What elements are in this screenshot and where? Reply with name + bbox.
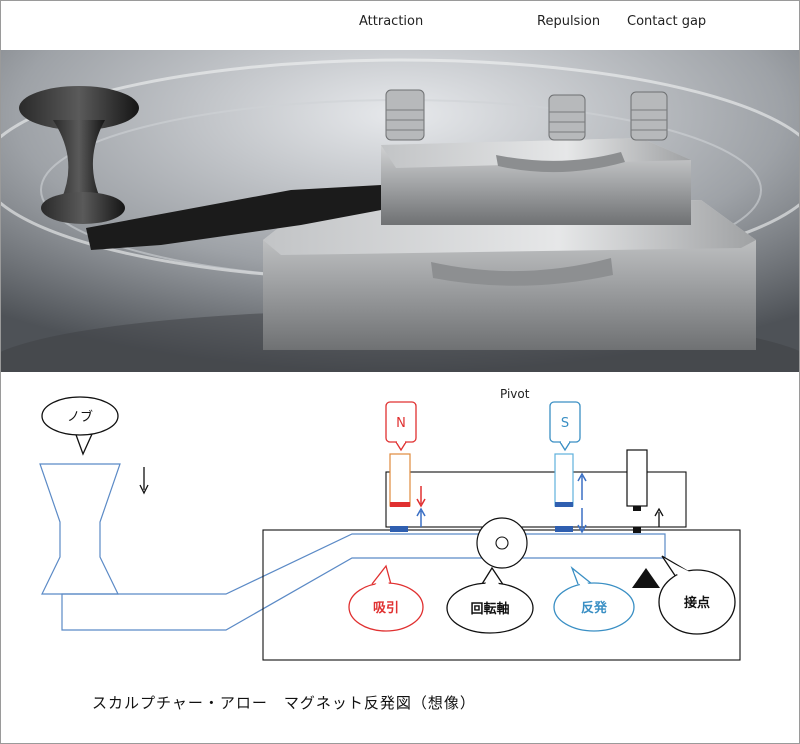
- n-magnet-pole: [390, 502, 410, 507]
- knob-callout-text: ノブ: [67, 409, 93, 425]
- contact-screw: [626, 449, 648, 507]
- s-magnet-label: S: [561, 416, 569, 431]
- s-magnet-callout: S: [549, 401, 581, 452]
- key-photo: [1, 50, 799, 372]
- contact-point: [633, 527, 641, 533]
- contact-gap-arrow: [654, 507, 664, 527]
- repulsion-label: Repulsion: [537, 14, 601, 29]
- attraction-arrows: [416, 486, 426, 527]
- pivot-callout: 回転軸: [446, 566, 534, 634]
- n-magnet-callout: N: [385, 401, 417, 452]
- repulsion-callout: 反発: [553, 566, 635, 632]
- attraction-callout: 吸引: [348, 564, 424, 632]
- contact-callout-text: 接点: [684, 595, 710, 611]
- figure-caption: スカルプチャー・アロー マグネット反発図（想像）: [92, 694, 476, 712]
- n-magnet: [389, 453, 411, 507]
- attraction-callout-text: 吸引: [373, 601, 399, 616]
- s-magnet: [554, 453, 574, 507]
- upper-block: [385, 471, 687, 528]
- s-magnet-pole: [555, 502, 573, 507]
- press-arrow: [139, 467, 149, 495]
- lever-magnet-left: [390, 526, 408, 532]
- contact-gap-label: Contact gap: [627, 14, 707, 29]
- lever-magnet-right: [555, 526, 573, 532]
- pivot-axle: [495, 536, 509, 550]
- n-magnet-label: N: [396, 416, 406, 431]
- repulsion-callout-text: 反発: [581, 600, 608, 616]
- contact-callout: 接点: [658, 555, 736, 635]
- fulcrum-triangle: [632, 568, 660, 588]
- knob-callout: ノブ: [41, 396, 119, 456]
- pivot-label: Pivot: [500, 387, 530, 401]
- magnet-diagram: Pivot ノブ N S: [39, 387, 741, 661]
- pivot-callout-text: 回転軸: [470, 601, 509, 617]
- repulsion-arrows: [577, 472, 587, 534]
- knob-outline: [39, 463, 121, 595]
- attraction-label: Attraction: [359, 14, 424, 29]
- contact-screw-tip: [633, 506, 641, 511]
